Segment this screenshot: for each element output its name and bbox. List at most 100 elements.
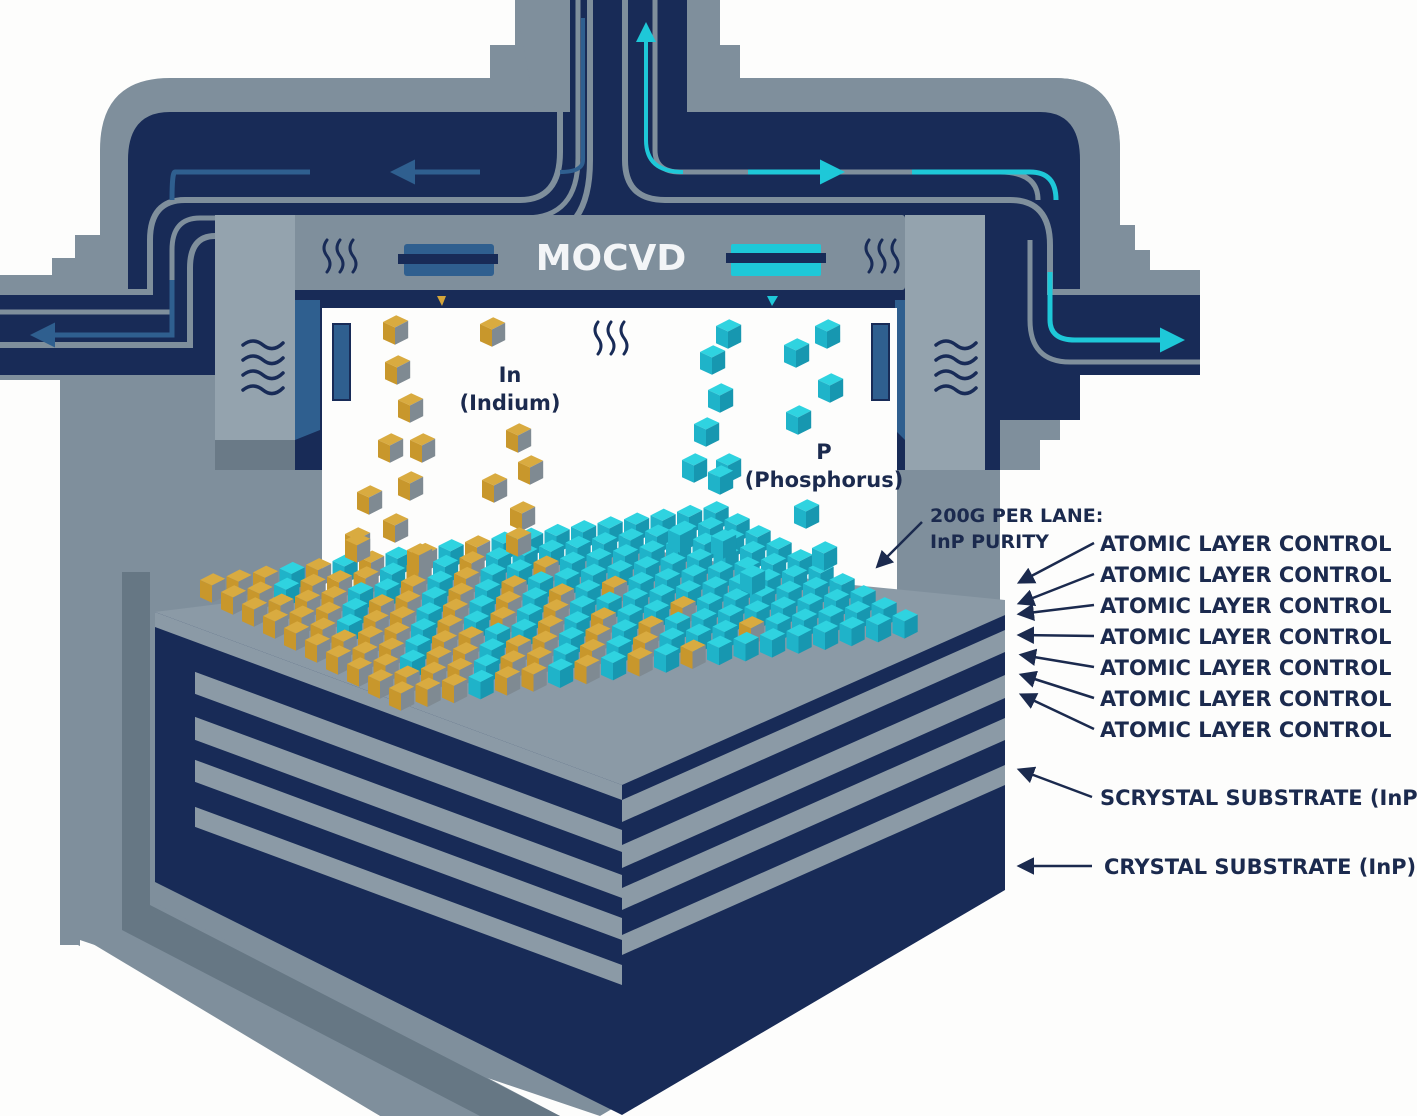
phosphorus-atom	[892, 609, 918, 639]
flow-arrow-left-2	[169, 169, 310, 201]
phosphorus-atom	[654, 643, 680, 673]
falling-phosphorus-atom	[794, 499, 820, 529]
falling-phosphorus-atom	[708, 465, 734, 495]
substrate-layer-stripe	[195, 806, 622, 985]
substrate-layer-stripe	[195, 716, 622, 898]
indium-atom	[442, 673, 468, 704]
falling-phosphorus-atom	[740, 565, 766, 595]
atomic-layer-label: ATOMIC LAYER CONTROL	[1100, 718, 1391, 742]
falling-indium-atom	[410, 433, 436, 463]
layer-pointer-arrow	[1018, 648, 1095, 669]
phosphorus-atom	[601, 650, 627, 681]
falling-phosphorus-atom	[716, 319, 742, 349]
purity-callout: 200G PER LANE: InP PURITY	[875, 505, 1103, 569]
layer-labels: ATOMIC LAYER CONTROL ATOMIC LAYER CONTROL…	[1016, 532, 1417, 879]
substrate-layer-stripe	[622, 765, 1005, 955]
falling-indium-atom	[357, 485, 383, 515]
layer-pointer-arrow	[1018, 670, 1095, 700]
falling-phosphorus-atom	[818, 373, 844, 403]
indium-atom	[200, 573, 226, 603]
phosphorus-atom	[707, 635, 733, 666]
falling-phosphorus-atom	[682, 453, 708, 483]
falling-indium-atom	[510, 501, 536, 531]
phosphorus-atom	[468, 669, 494, 700]
falling-indium-atom	[385, 355, 411, 385]
falling-indium-atom	[407, 543, 433, 573]
layer-pointer-arrow	[1016, 626, 1095, 644]
flow-arrow-left-3	[30, 280, 175, 348]
falling-indium-atom	[345, 533, 371, 563]
indium-atom	[495, 666, 521, 696]
flow-arrow-up	[636, 22, 684, 174]
substrate-layer-stripe	[622, 675, 1005, 868]
phosphorus-atom	[839, 616, 865, 647]
falling-phosphorus-atom	[784, 338, 810, 368]
flow-arrow-left-4	[559, 18, 585, 174]
substrate-layer-stripe	[622, 718, 1005, 910]
indium-atom	[574, 654, 600, 685]
callout-line-1: 200G PER LANE:	[930, 505, 1103, 527]
atomic-layer-label: ATOMIC LAYER CONTROL	[1100, 563, 1391, 587]
phosphorus-atom	[866, 612, 892, 643]
falling-indium-atom	[383, 315, 409, 345]
substrate-layer-stripe	[622, 630, 1005, 822]
atomic-layer-label: ATOMIC LAYER CONTROL	[1100, 687, 1391, 711]
atomic-layer-label: ATOMIC LAYER CONTROL	[1100, 594, 1391, 618]
falling-phosphorus-atom	[694, 417, 720, 447]
substrate-label: CRYSTAL SUBSTRATE (InP)	[1104, 855, 1416, 879]
falling-phosphorus-atom	[711, 529, 737, 559]
falling-atoms	[345, 315, 844, 595]
indium-atom	[627, 647, 653, 677]
heat-wave-icon	[322, 238, 358, 274]
substrate-pointer-arrow	[1016, 766, 1093, 799]
falling-phosphorus-atom	[786, 405, 812, 435]
atomic-layer-label: ATOMIC LAYER CONTROL	[1100, 532, 1391, 556]
layer-pointer-arrow	[1016, 541, 1095, 584]
falling-phosphorus-atom	[708, 383, 734, 413]
substrate-layer-stripe	[195, 759, 622, 940]
indium-injector	[398, 244, 498, 306]
falling-indium-atom	[398, 393, 424, 423]
atomic-layer-label: ATOMIC LAYER CONTROL	[1100, 656, 1391, 680]
falling-phosphorus-atom	[668, 523, 694, 553]
indium-atom	[680, 639, 706, 669]
layer-pointer-arrow	[1016, 572, 1095, 607]
falling-phosphorus-atom	[815, 319, 841, 349]
phosphorus-atom	[548, 658, 574, 688]
substrate-label: SCRYSTAL SUBSTRATE (InP)	[1100, 786, 1417, 810]
falling-indium-atom	[506, 527, 532, 557]
indium-atom	[415, 677, 441, 707]
phosphorus-atom	[760, 628, 786, 658]
indium-atom	[521, 662, 547, 692]
flow-arrow-right-2	[912, 169, 1059, 201]
falling-indium-atom	[482, 473, 508, 503]
indium-symbol: In	[499, 363, 522, 387]
indium-atom	[221, 585, 247, 615]
phosphorus-injector	[726, 244, 826, 306]
side-heater-icon	[934, 339, 978, 396]
heat-wave-icon	[593, 320, 629, 356]
falling-indium-atom	[480, 317, 506, 347]
substrate-left-face	[155, 612, 622, 1115]
phosphorus-name: (Phosphorus)	[745, 468, 904, 492]
falling-indium-atom	[383, 513, 409, 543]
falling-phosphorus-atom	[700, 345, 726, 375]
phosphorus-symbol: P	[816, 440, 831, 464]
phosphorus-atom	[733, 631, 759, 662]
title-mocvd: MOCVD	[536, 238, 687, 279]
flow-arrow-right-3	[1047, 272, 1185, 353]
indium-label: In (Indium)	[459, 363, 560, 415]
phosphorus-atom	[786, 624, 812, 654]
phosphorus-atom	[813, 620, 839, 650]
callout-arrow	[875, 521, 923, 569]
indium-atom	[389, 681, 415, 711]
heat-wave-icon	[864, 238, 900, 274]
phosphorus-label: P (Phosphorus)	[745, 440, 904, 492]
atomic-layer-label: ATOMIC LAYER CONTROL	[1100, 625, 1391, 649]
indium-name: (Indium)	[459, 391, 560, 415]
left-viewport	[332, 323, 351, 401]
falling-indium-atom	[398, 471, 424, 501]
right-viewport	[871, 323, 890, 401]
falling-indium-atom	[518, 455, 544, 485]
